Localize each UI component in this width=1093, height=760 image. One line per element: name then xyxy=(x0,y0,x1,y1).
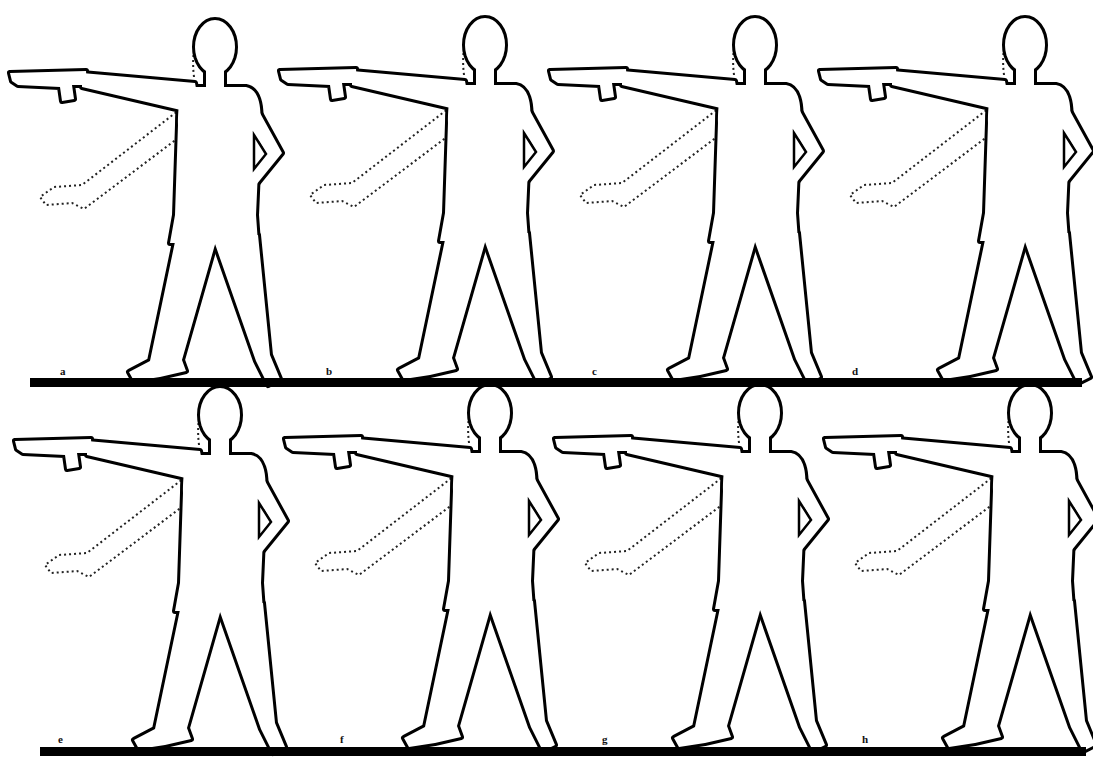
shooter-figure xyxy=(285,385,557,751)
shooter-figure xyxy=(555,385,827,751)
panel-letter: g xyxy=(602,734,608,745)
panel-letter: b xyxy=(326,366,332,377)
shooter-figure xyxy=(10,19,282,385)
panel-letter: h xyxy=(862,734,868,745)
shooter-figure xyxy=(280,17,552,383)
ground-line xyxy=(30,378,1082,387)
panel-letter: c xyxy=(592,366,597,377)
shooter-figure xyxy=(550,17,822,383)
shooter-figure xyxy=(15,387,287,753)
panel-letter: d xyxy=(852,366,858,377)
ground-line xyxy=(40,747,1086,756)
shooter-figure xyxy=(820,17,1092,383)
panel-letter: e xyxy=(58,734,63,745)
shooter-figure xyxy=(825,385,1093,751)
panel-letter: f xyxy=(340,734,344,745)
panel-letter: a xyxy=(60,366,66,377)
